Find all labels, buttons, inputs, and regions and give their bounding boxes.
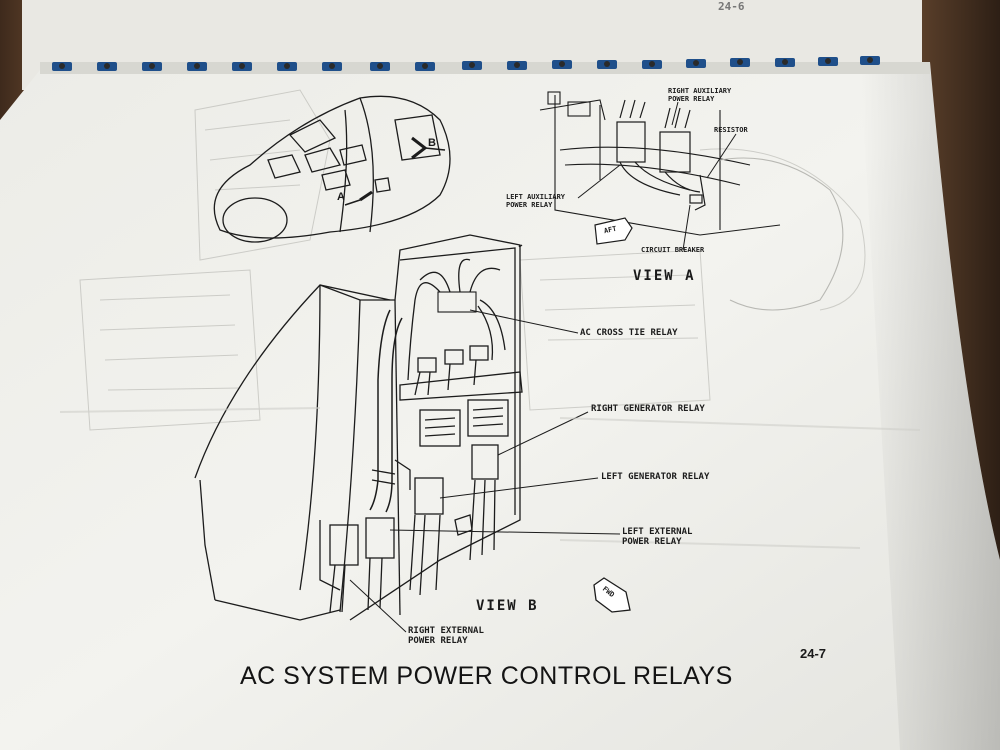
view-a-label: VIEW A (633, 268, 696, 284)
view-b-drawing (194, 234, 523, 621)
spiral-binding (40, 56, 930, 74)
page-title: AC SYSTEM POWER CONTROL RELAYS (240, 662, 733, 690)
callout-left-generator-relay: LEFT GENERATOR RELAY (601, 472, 710, 482)
callout-right-external-power-relay: RIGHT EXTERNAL POWER RELAY (408, 626, 484, 647)
callout-left-auxiliary-power-relay: LEFT AUXILIARY POWER RELAY (506, 193, 566, 210)
callout-resistor: RESISTOR (714, 126, 748, 134)
locator-marker-b: B (428, 137, 436, 149)
locator-drawing (213, 95, 451, 243)
page-number: 24-7 (800, 646, 827, 661)
view-b-label: VIEW B (476, 598, 539, 614)
locator-marker-a: A (337, 191, 345, 203)
callout-right-generator-relay: RIGHT GENERATOR RELAY (591, 404, 705, 414)
aft-badge-shape (594, 217, 633, 245)
callout-ac-cross-tie-relay: AC CROSS TIE RELAY (580, 328, 678, 338)
callout-right-auxiliary-power-relay: RIGHT AUXILIARY POWER RELAY (668, 87, 732, 104)
callout-left-external-power-relay: LEFT EXTERNAL POWER RELAY (622, 527, 693, 548)
callout-circuit-breaker: CIRCUIT BREAKER (641, 246, 705, 254)
previous-page-number: 24-6 (718, 0, 745, 13)
fwd-badge-shape (593, 577, 631, 613)
view-a-leaders (577, 101, 737, 251)
